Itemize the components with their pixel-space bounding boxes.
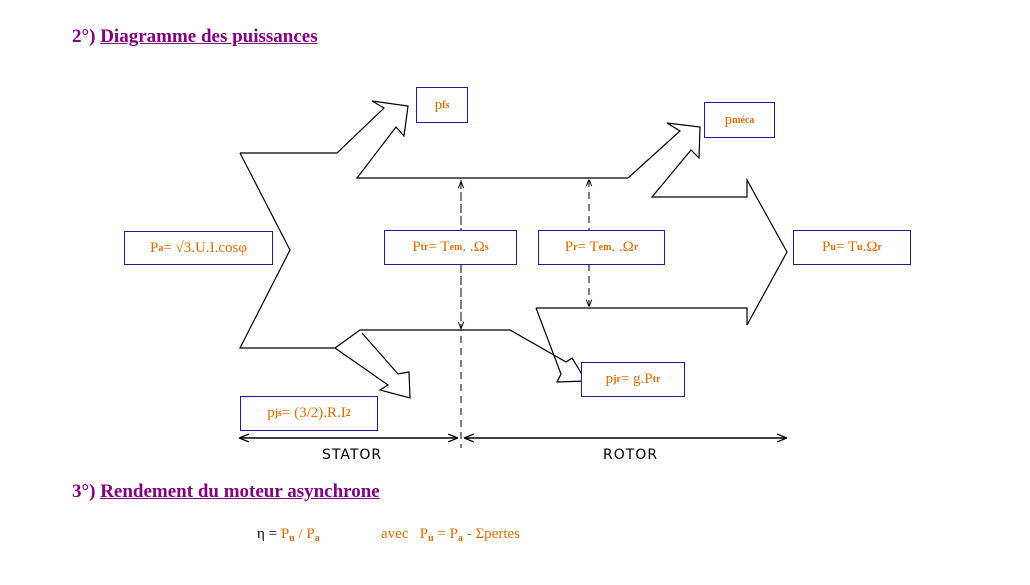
section-2-title: Diagramme des puissances: [100, 26, 318, 47]
section-3-title: Rendement du moteur asynchrone: [100, 481, 380, 502]
input-chevron: [239, 152, 460, 349]
stator-label: STATOR: [322, 447, 383, 463]
section-3-heading: 3°) Rendement du moteur asynchrone: [72, 481, 380, 503]
avec-label: avec: [381, 526, 409, 542]
section-2-heading: 2°) Diagramme des puissances: [72, 26, 318, 48]
efficiency-formula: η = Pu / Pa: [257, 526, 320, 544]
avec-formula: avec Pu = Pa - Σpertes: [381, 526, 520, 544]
section-2-number: 2°): [72, 26, 96, 47]
pjs-arrow: [334, 332, 411, 399]
eta-symbol: η =: [257, 526, 281, 542]
rotor-label: ROTOR: [603, 447, 659, 463]
pmeca-arrow: [536, 122, 788, 326]
pfs-arrow: [240, 100, 628, 179]
section-3-number: 3°): [72, 481, 96, 502]
pjr-arrow: [460, 307, 588, 383]
